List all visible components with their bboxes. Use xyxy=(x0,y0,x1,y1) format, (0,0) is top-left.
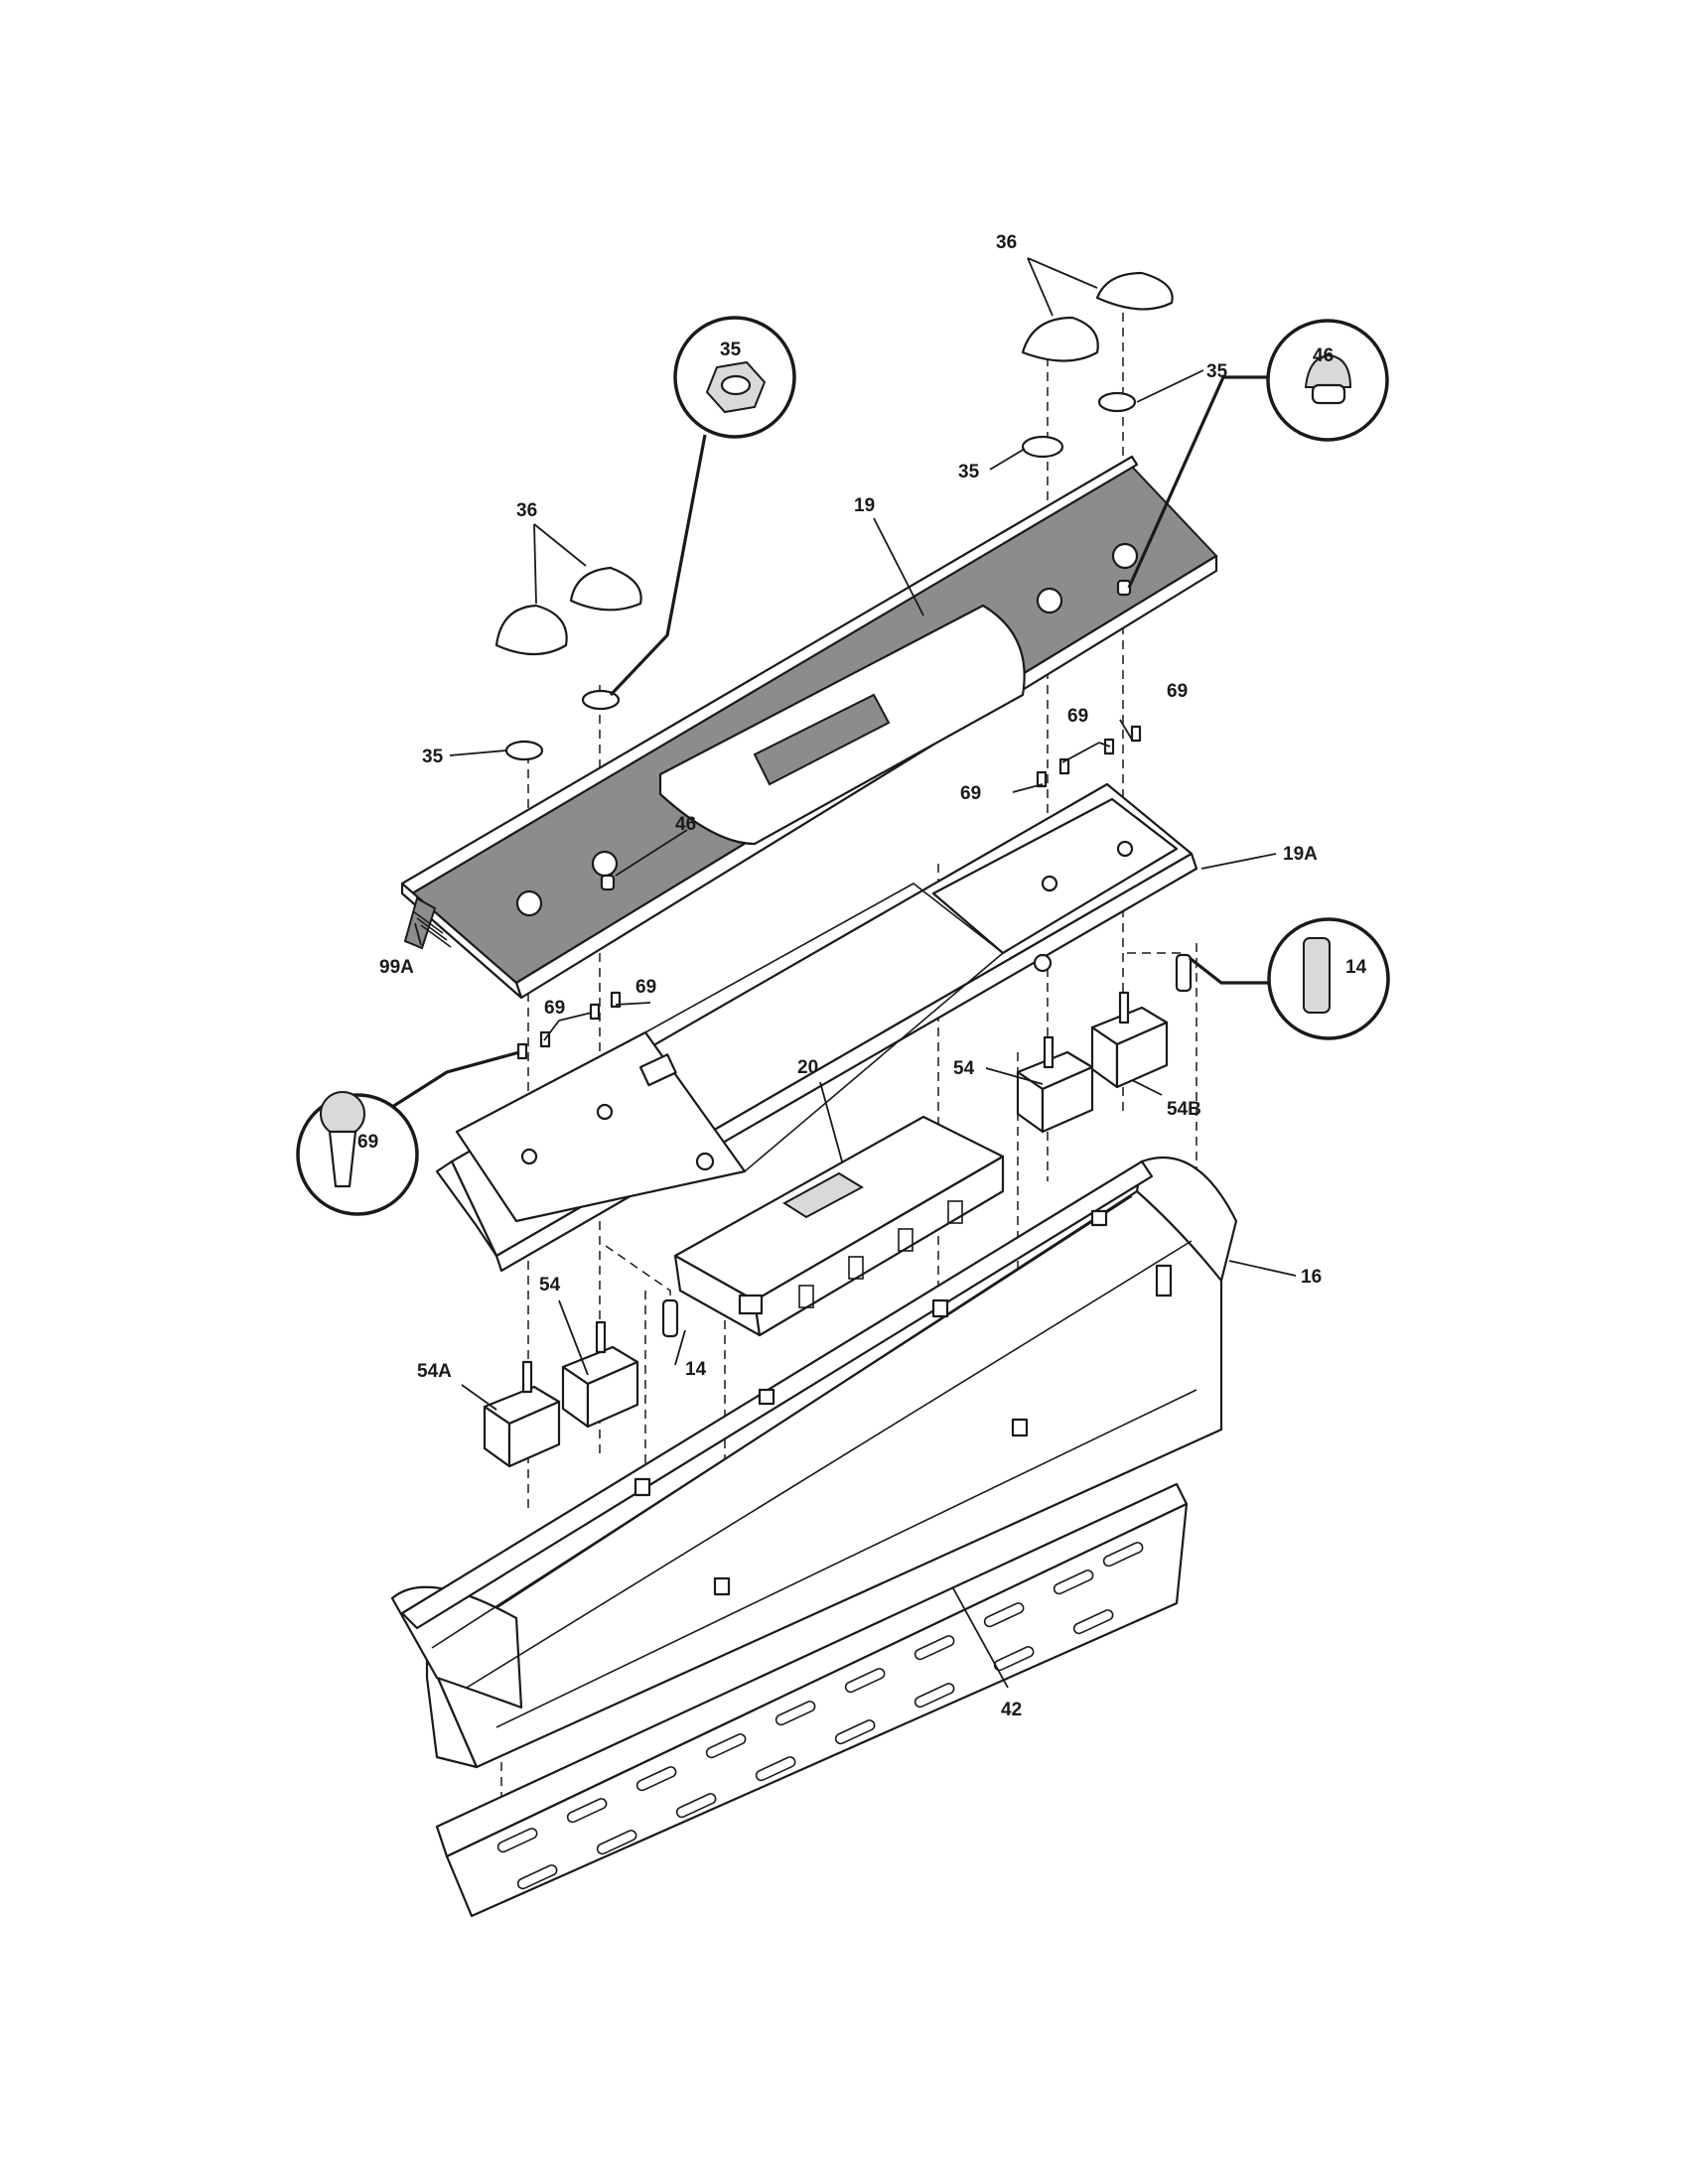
label-54b: 54B xyxy=(1167,1099,1201,1120)
label-46-callout: 46 xyxy=(1313,345,1334,366)
label-35-right: 35 xyxy=(1206,361,1228,382)
part-labels: 36 36 35 35 35 35 46 19 46 69 69 69 69 6… xyxy=(357,232,1367,1720)
screws xyxy=(516,725,1142,1060)
label-20: 20 xyxy=(797,1057,818,1078)
label-35-callout: 35 xyxy=(720,340,742,360)
label-54-right: 54 xyxy=(953,1058,975,1079)
switch-left-54 xyxy=(561,1320,639,1429)
label-69-e: 69 xyxy=(635,977,656,998)
knob-group-top xyxy=(1021,271,1174,362)
label-69-a: 69 xyxy=(1167,681,1188,702)
switch-right-54b xyxy=(1090,991,1169,1089)
label-19a: 19A xyxy=(1283,844,1318,865)
label-36-top: 36 xyxy=(996,232,1017,253)
label-14-left: 14 xyxy=(685,1359,707,1380)
switch-left-54a xyxy=(483,1360,561,1468)
leader-lines xyxy=(414,257,1297,1689)
label-35-mid: 35 xyxy=(958,462,980,482)
label-46-left: 46 xyxy=(675,814,696,835)
label-99a: 99A xyxy=(379,957,414,978)
lamps xyxy=(661,953,1193,1338)
clock-control xyxy=(673,1115,1005,1337)
label-69-d: 69 xyxy=(544,998,565,1019)
switch-right-54 xyxy=(1016,1035,1094,1134)
label-16: 16 xyxy=(1301,1267,1322,1288)
label-69-c: 69 xyxy=(960,783,981,804)
label-42: 42 xyxy=(1001,1700,1022,1720)
nuts xyxy=(504,391,1137,761)
callout-indicator xyxy=(1127,319,1389,589)
ribbon-cable xyxy=(412,910,452,948)
label-69-b: 69 xyxy=(1067,706,1088,727)
callout-nut xyxy=(609,316,796,697)
knob-group-left xyxy=(494,566,642,655)
label-54a: 54A xyxy=(417,1361,452,1382)
vent-trim xyxy=(435,1482,1189,1918)
label-19: 19 xyxy=(854,495,875,516)
label-69-callout: 69 xyxy=(357,1132,378,1153)
callout-screw xyxy=(296,1050,520,1216)
label-35-left: 35 xyxy=(422,747,444,767)
bracket xyxy=(435,782,1198,1273)
backguard xyxy=(390,1157,1238,1769)
callout-lamp xyxy=(1189,917,1390,1040)
label-36-left: 36 xyxy=(516,500,537,521)
label-14-callout: 14 xyxy=(1345,957,1367,978)
label-54-left: 54 xyxy=(539,1275,561,1296)
